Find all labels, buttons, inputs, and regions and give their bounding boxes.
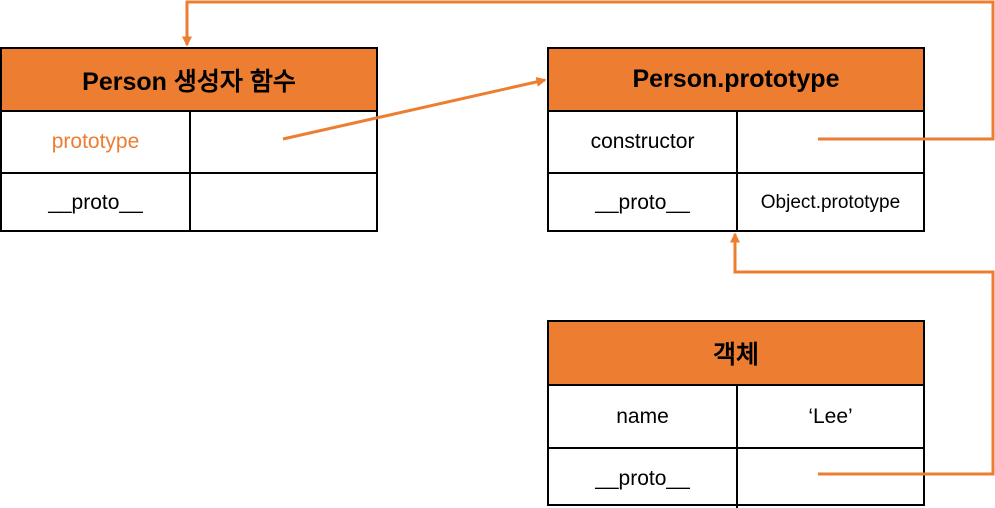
table-row: __proto__ [549,447,923,508]
prototype-property-value [191,112,376,172]
person-constructor-title: Person 생성자 함수 [2,49,376,112]
table-row: __proto__ [2,172,376,232]
constructor-property-value [738,112,923,172]
person-prototype-title: Person.prototype [549,49,923,112]
name-property-key: name [549,386,738,447]
person-constructor-box: Person 생성자 함수 prototype __proto__ [0,47,378,232]
table-row: name ‘Lee’ [549,386,923,447]
proto-property-key: __proto__ [549,449,738,508]
proto-property-value [738,449,923,508]
constructor-property-key: constructor [549,112,738,172]
name-property-value: ‘Lee’ [808,404,853,428]
prototype-property-key: prototype [2,112,191,172]
proto-property-value: Object.prototype [760,192,901,213]
table-row: prototype [2,112,376,172]
proto-property-key: __proto__ [549,174,738,232]
proto-property-value [191,174,376,232]
table-row: constructor [549,112,923,172]
object-instance-title: 객체 [549,322,923,386]
table-row: __proto__ Object.prototype [549,172,923,232]
object-instance-box: 객체 name ‘Lee’ __proto__ [547,320,925,508]
proto-property-key: __proto__ [2,174,191,232]
person-prototype-box: Person.prototype constructor __proto__ O… [547,47,925,232]
